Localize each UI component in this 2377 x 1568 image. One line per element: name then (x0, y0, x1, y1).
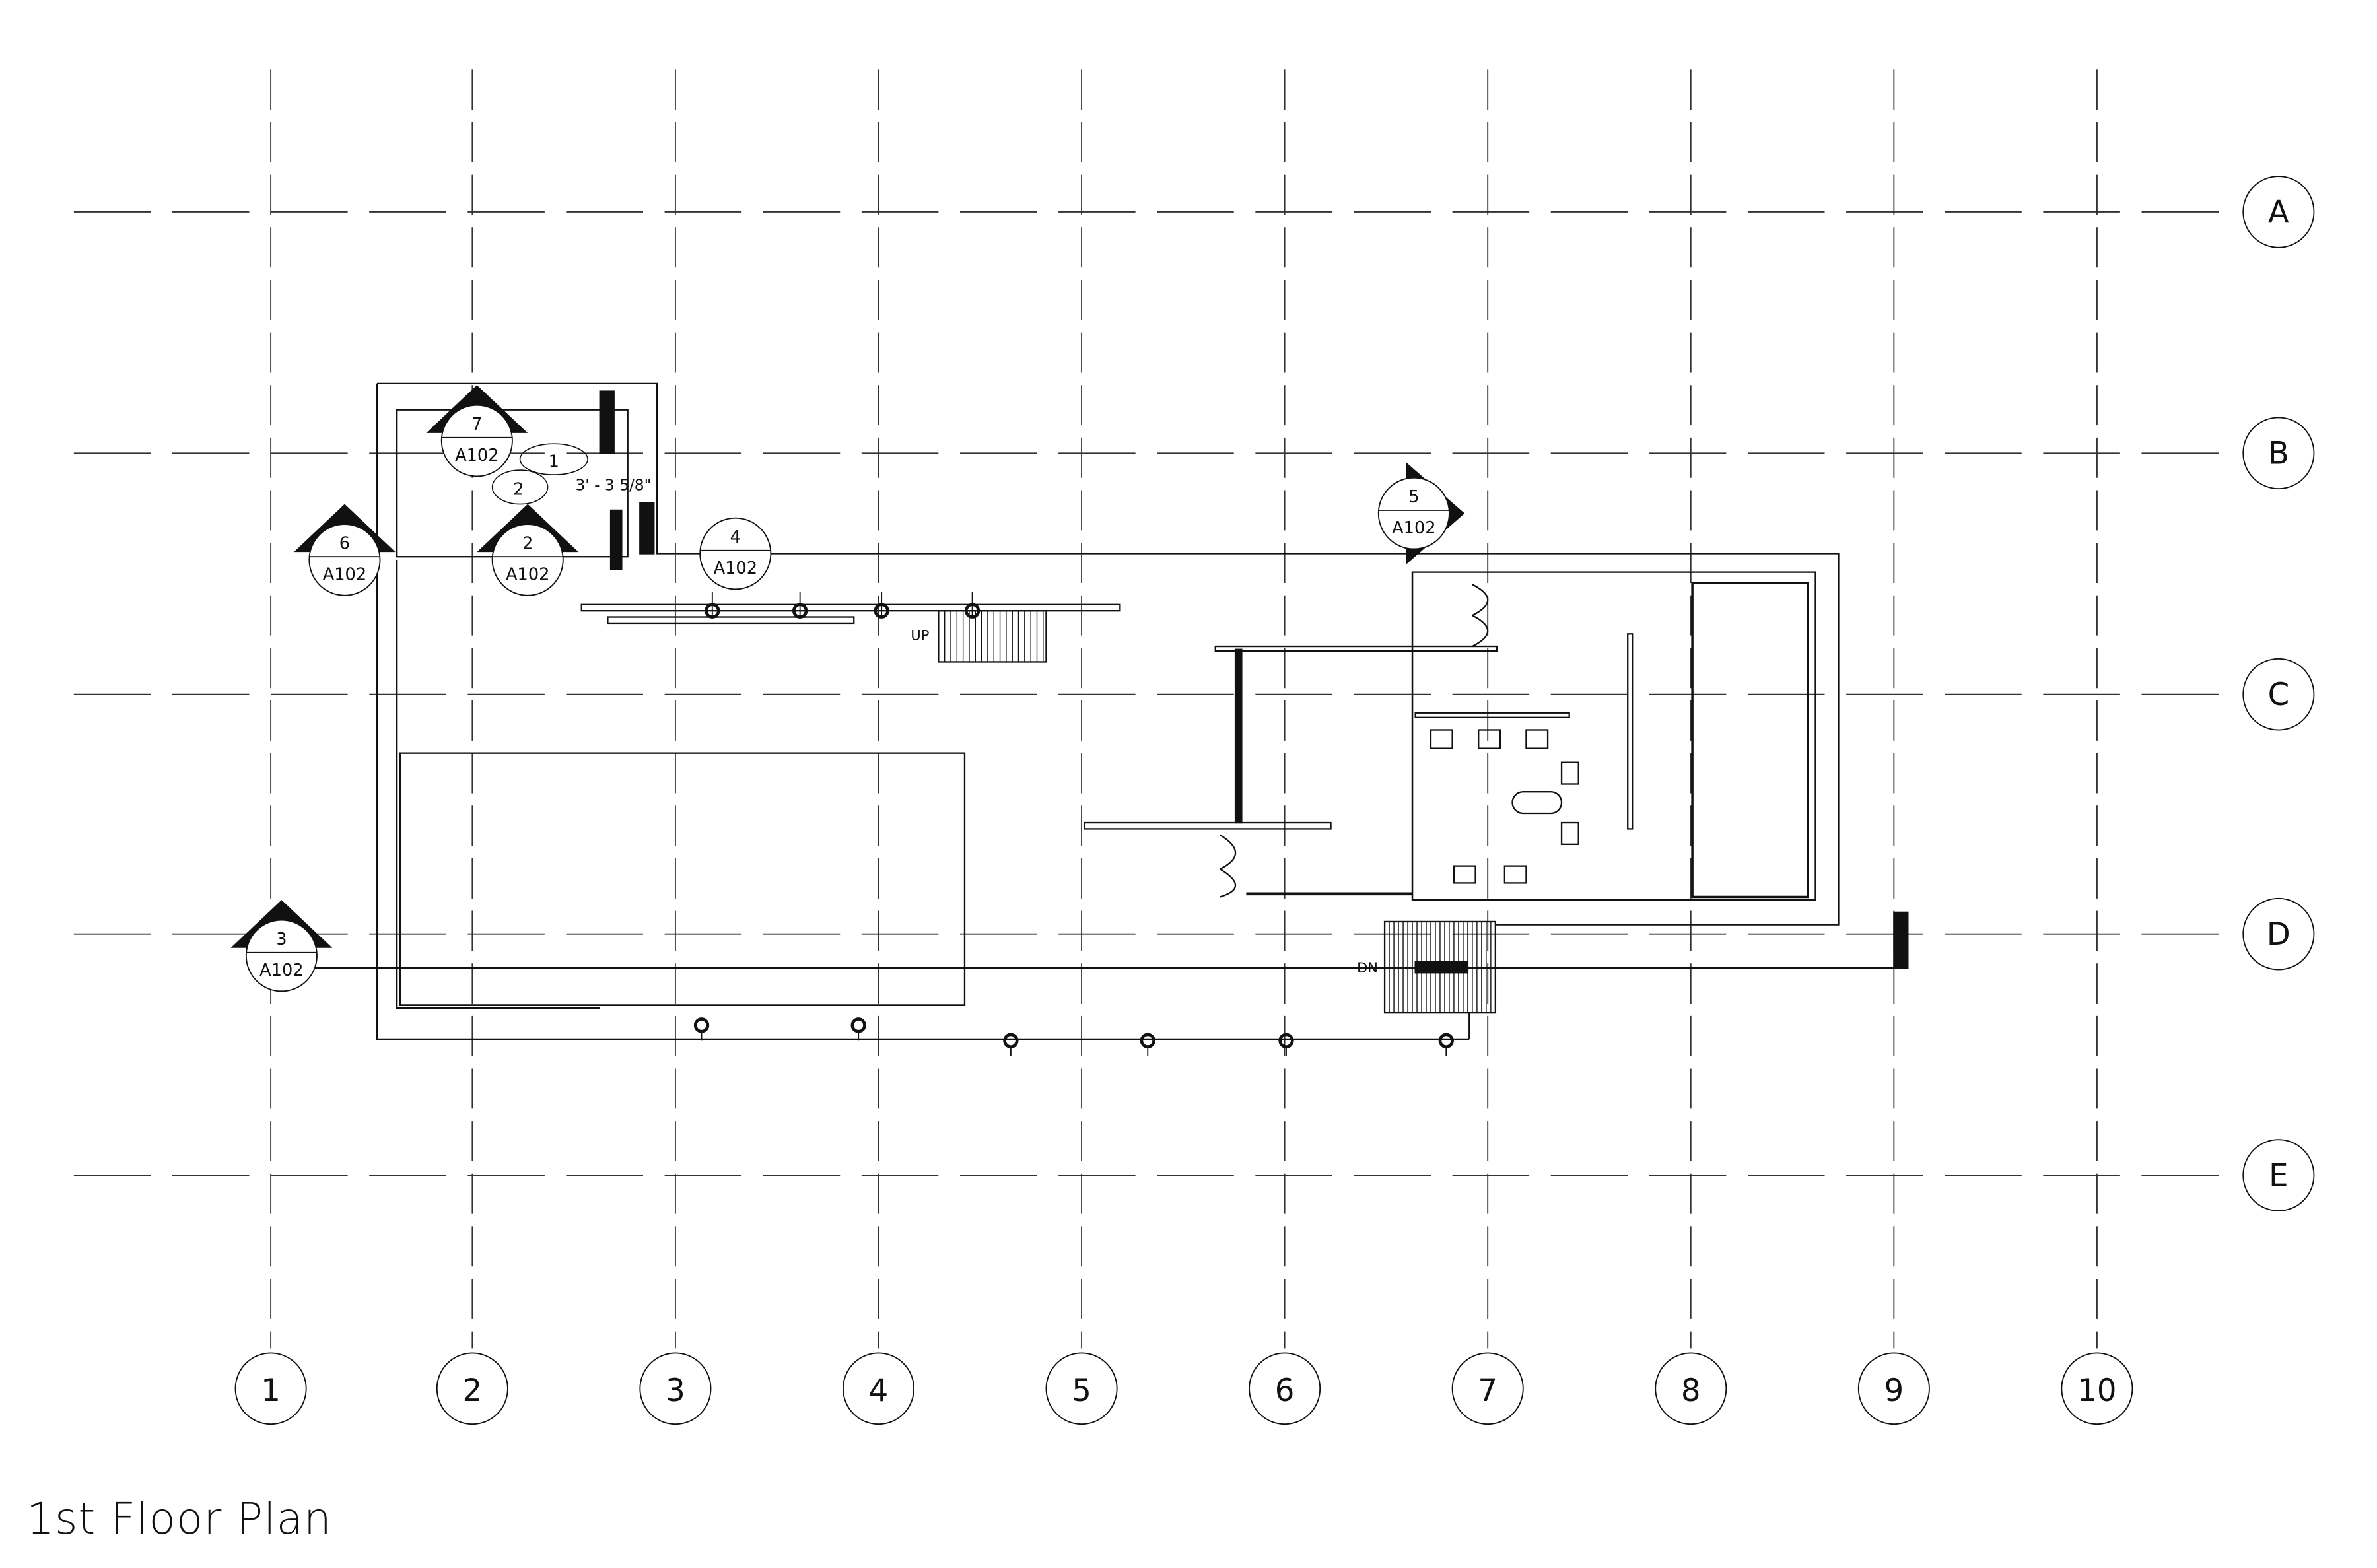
room-tag-1 (519, 443, 588, 475)
section-sheet: A102 (455, 446, 499, 465)
exterior-wall (376, 382, 1840, 926)
grid-label-D: D (2267, 917, 2291, 953)
grid-bubble-1 (234, 1352, 307, 1425)
drawing-title: 1st Floor Plan (26, 1493, 332, 1544)
grid-label-5: 5 (1072, 1373, 1091, 1409)
grid-bubble-8 (1655, 1352, 1727, 1425)
grid-bubble-4 (842, 1352, 915, 1425)
stair-up-label: UP (911, 627, 929, 644)
grid-label-C: C (2268, 677, 2290, 713)
room-tag-2 (491, 469, 549, 505)
section-number: 5 (1408, 487, 1419, 507)
exterior-wall-south (376, 383, 1470, 1040)
grid-bubble-10 (2061, 1352, 2133, 1425)
east-room (1411, 571, 1816, 901)
section-sheet: A102 (323, 564, 366, 584)
columns (693, 592, 1454, 1056)
grid-label-7: 7 (1478, 1373, 1498, 1409)
section-number: 6 (339, 533, 350, 553)
pool (399, 752, 966, 1006)
grid-label-B: B (2268, 436, 2289, 472)
grid-bubble-E (2242, 1139, 2315, 1211)
room-tag-2-label: 2 (513, 479, 524, 499)
grid-label-1: 1 (261, 1373, 281, 1409)
stair-down-label: DN (1357, 959, 1378, 976)
column (1438, 1033, 1454, 1049)
section-sheet: A102 (259, 961, 303, 980)
grid-bubble-9 (1857, 1352, 1930, 1425)
column (1140, 1033, 1155, 1049)
grid-label-6: 6 (1275, 1373, 1295, 1409)
column (1003, 1033, 1019, 1049)
grid-bubble-6 (1249, 1352, 1321, 1425)
grid-lines: 1 2 3 4 5 6 7 8 9 10 A B C D E (73, 69, 2315, 1425)
section-number: 7 (471, 415, 482, 434)
grid-label-A: A (2268, 195, 2289, 230)
grid-bubble-5 (1045, 1352, 1118, 1425)
annotations: 1 2 3' - 3 5/8" UP DN (491, 443, 1378, 976)
section-number: 2 (522, 533, 533, 553)
section-number: 3 (276, 930, 287, 949)
grid-label-2: 2 (463, 1373, 483, 1409)
wall-slab (580, 603, 1121, 612)
grid-bubble-D (2242, 897, 2315, 971)
building-outline (281, 382, 1909, 1056)
grid-bubble-A (2242, 176, 2315, 248)
grid-bubble-7 (1451, 1352, 1524, 1425)
grid-bubble-2 (436, 1352, 508, 1425)
stair-down (1383, 920, 1497, 1014)
grid-label-10: 10 (2077, 1373, 2116, 1409)
section-sheet: A102 (714, 559, 757, 578)
section-sheet: A102 (1392, 518, 1435, 538)
section-sheet: A102 (506, 564, 549, 584)
grid-bubble-C (2242, 658, 2315, 731)
section-number: 4 (730, 528, 741, 547)
stair-up (938, 610, 1047, 663)
column (1278, 1033, 1294, 1049)
reflecting-pool (1691, 582, 1809, 899)
grid-label-8: 8 (1681, 1373, 1701, 1409)
grid-bubble-B (2242, 417, 2315, 490)
column (850, 1017, 866, 1033)
grid-label-3: 3 (666, 1373, 685, 1409)
grid-bubble-3 (639, 1352, 712, 1425)
inner-wall (396, 559, 600, 1009)
grid-label-4: 4 (869, 1373, 889, 1409)
grid-label-9: 9 (1884, 1373, 1904, 1409)
dimension-label: 3' - 3 5/8" (575, 475, 651, 494)
room-tag-1-label: 1 (549, 452, 559, 471)
grid-label-E: E (2269, 1158, 2288, 1194)
column (693, 1017, 710, 1033)
